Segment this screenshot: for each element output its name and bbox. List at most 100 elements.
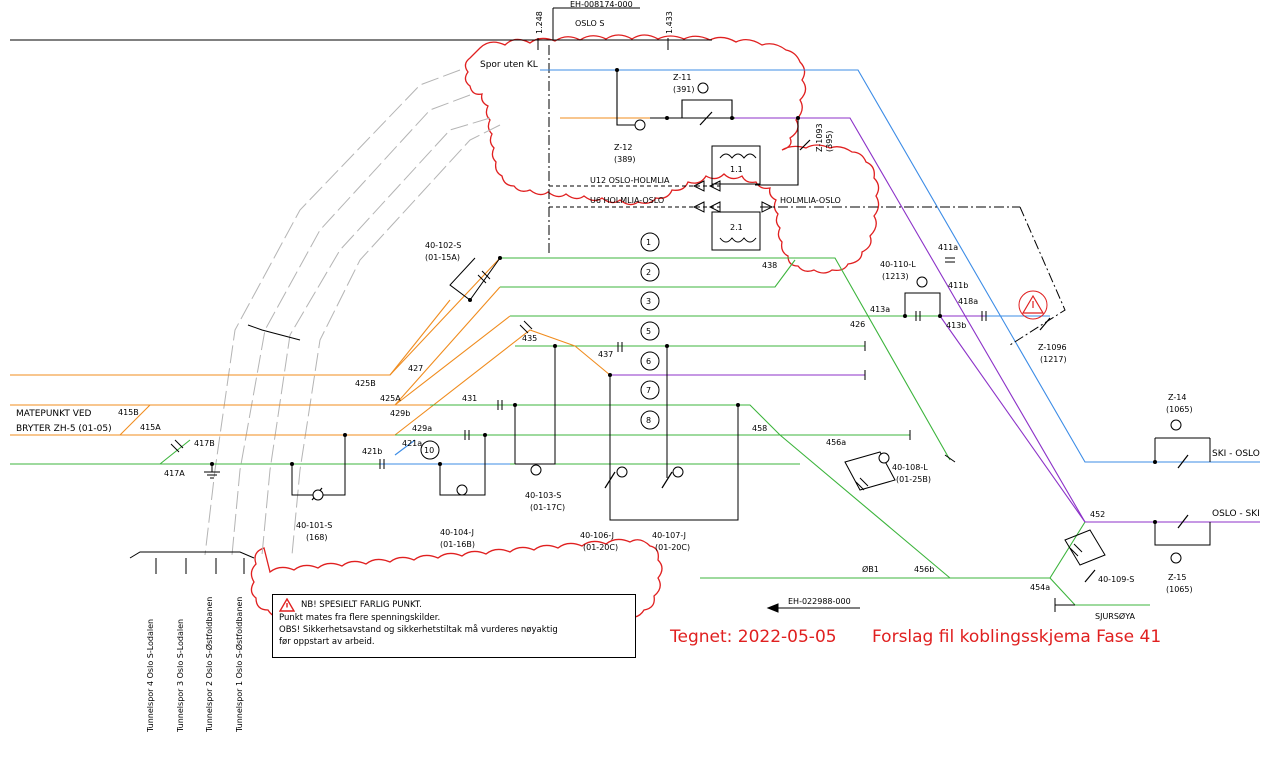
cloud-zone-top: [464, 34, 880, 274]
label-435: 435: [522, 334, 537, 343]
z11-name: Z-11: [673, 73, 691, 82]
circle-6: 6: [646, 357, 651, 366]
label-411b: 411b: [948, 281, 968, 290]
track-end-stops: [864, 341, 956, 463]
label-429b: 429b: [390, 409, 410, 418]
warning-note-header: NB! SPESIELT FARLIG PUNKT.: [279, 598, 629, 612]
doc-id-bottom: EH-022988-000: [788, 597, 851, 606]
line-u6: U6 HOLMLIA-OSLO: [590, 196, 664, 205]
warning-note-box: NB! SPESIELT FARLIG PUNKT. Punkt mates f…: [272, 594, 636, 658]
z14-num: (1065): [1166, 405, 1193, 414]
transformers: [711, 145, 761, 251]
s40-108-name: 40-108-L: [892, 463, 928, 472]
motor-icons: [312, 82, 1182, 564]
z1096-num: (1217): [1040, 355, 1067, 364]
warning-line-3: før oppstart av arbeid.: [279, 637, 375, 647]
s40-108-num: (01-25B): [896, 475, 931, 484]
z1096-name: Z-1096: [1038, 343, 1067, 352]
label-421b: 421b: [362, 447, 382, 456]
doc-id-top: EH-008174-000: [570, 0, 633, 9]
s40-103-name: 40-103-S: [525, 491, 561, 500]
label-429a: 429a: [412, 424, 432, 433]
z14-name: Z-14: [1168, 393, 1186, 402]
s40-103-num: (01-17C): [530, 503, 565, 512]
spor-uten-kl: Spor uten KL: [480, 60, 538, 70]
circle-7: 7: [646, 386, 651, 395]
warning-triangle-icon: [279, 598, 295, 612]
km-right: 1.433: [665, 11, 674, 34]
tunnel-3: Tunnelspor 3 Oslo S-Lodalen: [176, 619, 185, 733]
u-lines: [549, 185, 1066, 346]
label-415a: 415A: [140, 423, 161, 432]
label-427: 427: [408, 364, 423, 373]
z15-name: Z-15: [1168, 573, 1186, 582]
circle-3: 3: [646, 297, 651, 306]
ground-icon: [204, 464, 220, 479]
label-454a: 454a: [1030, 583, 1050, 592]
matepunkt-line2: BRYTER ZH-5 (01-05): [16, 424, 112, 434]
footer-title: Forslag fil koblingsskjema Fase 41: [872, 627, 1161, 647]
top-tracks: [540, 69, 1260, 523]
label-438: 438: [762, 261, 777, 270]
label-ski-oslo: SKI - OSLO: [1212, 449, 1260, 459]
s40-101-name: 40-101-S: [296, 521, 332, 530]
label-417a: 417A: [164, 469, 185, 478]
label-413b: 413b: [946, 321, 966, 330]
z1093-num: (395): [825, 130, 834, 152]
warning-line-1: Punkt mates fra flere spenningskilder.: [279, 613, 441, 623]
label-431: 431: [462, 394, 477, 403]
insulators: [170, 257, 1083, 557]
s40-106-num: (01-20C): [583, 543, 618, 552]
z12-name: Z-12: [614, 143, 632, 152]
label-411a: 411a: [938, 243, 958, 252]
label-sjursoya: SJURSØYA: [1095, 611, 1135, 621]
s40-109-name: 40-109-S: [1098, 575, 1134, 584]
circle-10: 10: [424, 446, 434, 455]
header-lines: [10, 7, 712, 50]
label-413a: 413a: [870, 305, 890, 314]
z15-num: (1065): [1166, 585, 1193, 594]
footer-drawn-date: Tegnet: 2022-05-05: [669, 627, 837, 647]
z12-num: (389): [614, 155, 636, 164]
transformer-2: 2.1: [730, 223, 743, 232]
circle-2: 2: [646, 268, 651, 277]
label-ob1: ØB1: [862, 564, 879, 574]
s40-107-num: (01-20C): [655, 543, 690, 552]
s40-102-name: 40-102-S: [425, 241, 461, 250]
matepunkt-line1: MATEPUNKT VED: [16, 409, 92, 419]
label-456a: 456a: [826, 438, 846, 447]
tunnel-tick-lines: [155, 558, 245, 574]
tunnel-bend: [247, 324, 301, 341]
label-oslo-ski: OSLO - SKI: [1212, 509, 1260, 519]
label-456b: 456b: [914, 565, 934, 574]
station-label: OSLO S: [575, 19, 604, 28]
tunnel-1: Tunnelspor 1 Oslo S-Østfoldbanen: [234, 597, 244, 733]
line-holmlia-oslo: HOLMLIA-OSLO: [780, 196, 841, 205]
tunnel-2: Tunnelspor 2 Oslo S-Østfoldbanen: [204, 597, 214, 733]
circle-1: 1: [646, 238, 651, 247]
track-number-circles: [420, 232, 660, 460]
label-437: 437: [598, 350, 613, 359]
label-421a: 421a: [402, 439, 422, 448]
s40-102-num: (01-15A): [425, 253, 460, 262]
label-425b: 425B: [355, 379, 376, 388]
warning-triangle-icon: [1018, 290, 1048, 320]
s40-106-name: 40-106-J: [580, 531, 614, 540]
s40-101-num: (168): [306, 533, 328, 542]
km-left: 1.248: [535, 11, 544, 34]
label-458: 458: [752, 424, 767, 433]
s40-104-num: (01-16B): [440, 540, 475, 549]
line-u12: U12 OSLO-HOLMLIA: [590, 176, 670, 185]
tunnel-4: Tunnelspor 4 Oslo S-Lodalen: [146, 619, 155, 733]
label-418a: 418a: [958, 297, 978, 306]
transformer-1: 1.1: [730, 165, 743, 174]
label-417b: 417B: [194, 439, 215, 448]
label-452: 452: [1090, 510, 1105, 519]
label-426: 426: [850, 320, 865, 329]
label-425a: 425A: [380, 394, 401, 403]
circle-8: 8: [646, 416, 651, 425]
z1093-name: Z-1093: [815, 123, 824, 152]
z11-num: (391): [673, 85, 695, 94]
main-tracks: [10, 257, 1150, 606]
